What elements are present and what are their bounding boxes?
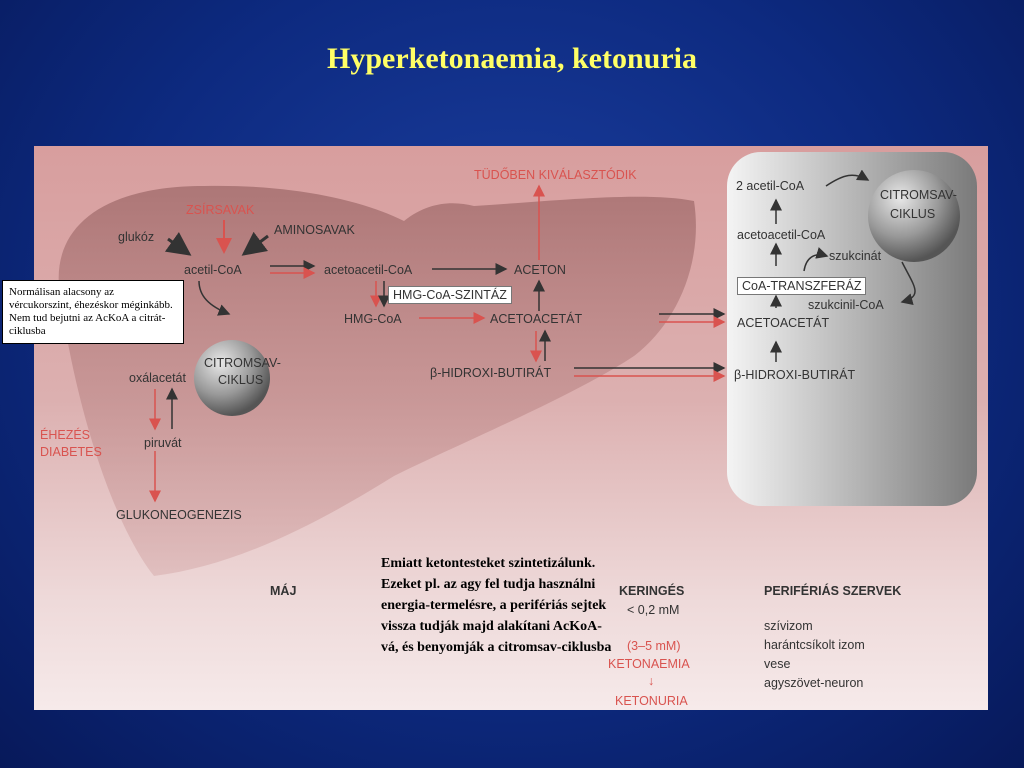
box-hmg-szintaz: HMG-CoA-SZINTÁZ [388, 286, 512, 304]
label-keringes: KERINGÉS [619, 584, 685, 598]
organ-item: vese [764, 657, 791, 671]
note-center: Emiatt ketontesteket szintetizálunk. Eze… [381, 556, 612, 655]
arrow-szukcinil [900, 261, 916, 306]
citric-cycle-sphere-liver [194, 340, 270, 416]
label-hmg-coa: HMG-CoA [344, 312, 402, 326]
label-maj: MÁJ [270, 584, 297, 598]
label-piruvat: piruvát [144, 436, 182, 450]
label-aminosavak: AMINOSAVAK [274, 223, 355, 237]
organ-item: harántcsíkolt izom [764, 638, 865, 652]
label-ciklus-liver: CIKLUS [218, 373, 264, 387]
label-acetoacetil-coa: acetoacetil-CoA [324, 263, 413, 277]
label-ketonuria: KETONURIA [615, 694, 688, 708]
label-aceton: ACETON [514, 263, 566, 277]
label-ketonaemia: KETONAEMIA [608, 657, 690, 671]
label-acetoacetat: ACETOACETÁT [490, 312, 583, 326]
arrow-szukcinat [803, 247, 829, 272]
label-hidroxi-liver: β-HIDROXI-BUTIRÁT [430, 366, 552, 380]
label-oxalacetat: oxálacetát [129, 371, 186, 385]
arrow-acetil-cycle-per [825, 169, 870, 187]
arrow-down-glyph: ↓ [648, 674, 655, 688]
label-acetoacetat-per: ACETOACETÁT [737, 316, 830, 330]
arrow-acetil-cycle [198, 280, 231, 316]
organ-item: szívizom [764, 619, 813, 633]
label-acetil-coa: acetil-CoA [184, 263, 242, 277]
diagram-panel: ZSÍRSAVAK glukóz AMINOSAVAK acetil-CoA a… [34, 146, 988, 710]
label-ehezes: ÉHEZÉS [40, 428, 91, 442]
arrow-aminosavak [241, 231, 269, 256]
label-perif-szervek: PERIFÉRIÁS SZERVEK [764, 584, 902, 598]
label-diabetes: DIABETES [40, 445, 102, 459]
label-tudoben: TÜDŐBEN KIVÁLASZTÓDIK [474, 168, 637, 182]
label-glukoneogenezis: GLUKONEOGENEZIS [116, 508, 242, 522]
diagram-graphics [58, 152, 977, 576]
label-acetil2: 2 acetil-CoA [736, 179, 805, 193]
label-ciklus-per: CIKLUS [890, 207, 936, 221]
label-citromsav-liver: CITROMSAV- [204, 356, 281, 370]
label-zsirsavak: ZSÍRSAVAK [186, 203, 255, 217]
label-glukoz: glukóz [118, 230, 155, 244]
citric-cycle-sphere-periphery [868, 170, 960, 262]
arrow-glukoz [164, 232, 192, 256]
label-szukcinil: szukcinil-CoA [808, 298, 884, 312]
label-acetoacetil-per: acetoacetil-CoA [737, 228, 826, 242]
box-transzferaz: CoA-TRANSZFERÁZ [737, 277, 867, 295]
note-left: Normálisan alacsony az vércukorszint, éh… [2, 280, 184, 344]
label-hidroxi-per: β-HIDROXI-BUTIRÁT [734, 368, 856, 382]
label-szukcinat: szukcinát [829, 249, 882, 263]
organ-item: agyszövet-neuron [764, 676, 864, 690]
label-citromsav-per: CITROMSAV- [880, 188, 957, 202]
page-title: Hyperketonaemia, ketonuria [327, 42, 697, 75]
label-range: (3–5 mM) [627, 639, 681, 653]
label-normal-conc: < 0,2 mM [627, 603, 680, 617]
